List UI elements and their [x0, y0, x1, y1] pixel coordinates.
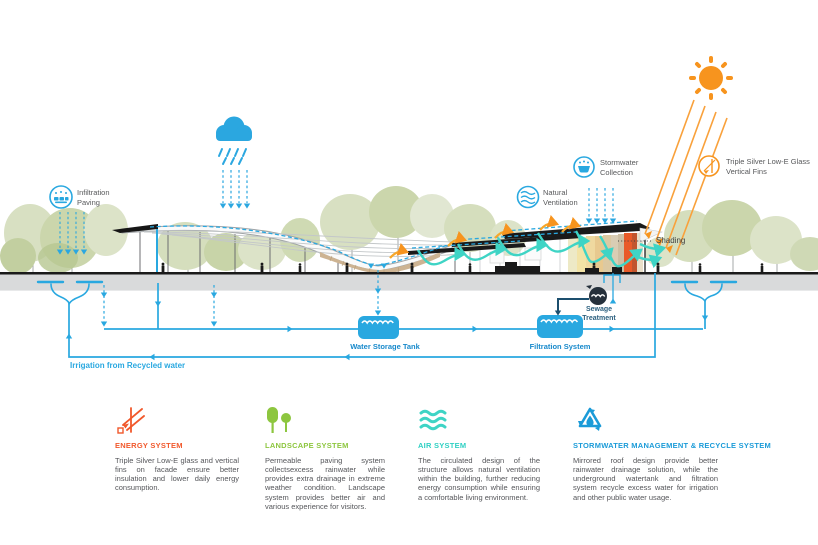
infiltration-dashed [59, 212, 85, 250]
rain-cloud-icon [216, 116, 252, 165]
recycle-drop-icon [573, 405, 718, 437]
legend-body: Mirrored roof design provide better rain… [573, 456, 718, 502]
legend-body: Permeable paving system collectsexcess r… [265, 456, 385, 511]
legend-title: AIR SYSTEM [418, 441, 467, 450]
legend-title: LANDSCAPE SYSTEM [265, 441, 349, 450]
stormwater-collection-icon [573, 156, 595, 178]
sewage-treatment-icon [554, 285, 607, 316]
roof-rain-dashed [588, 188, 614, 219]
sun-rays [644, 99, 728, 256]
cloud-rain-dashed [222, 170, 248, 203]
stormwater-collection-label: Stormwater Collection [600, 158, 639, 177]
building-section [112, 214, 667, 274]
trees [0, 186, 818, 274]
triple-silver-icon [698, 155, 720, 177]
natural-ventilation-icon [516, 185, 540, 209]
legend-energy-system: ENERGY SYSTEM Triple Silver Low-E glass … [115, 405, 239, 493]
heat-deflect-arrows [389, 214, 582, 259]
legend-title: ENERGY SYSTEM [115, 441, 183, 450]
sewage-treatment-label: Sewage Treatment [582, 306, 616, 322]
people-silhouettes [161, 262, 764, 273]
infiltration-paving-label: Infiltration Paving [77, 188, 110, 207]
legend-air-system: AIR SYSTEM The circulated design of the … [418, 405, 540, 502]
trees-icon [265, 405, 385, 437]
water-storage-tank-label: Water Storage Tank [350, 342, 420, 351]
natural-ventilation-label: Natural Ventilation [543, 188, 578, 207]
irrigation-label: Irrigation from Recycled water [70, 361, 186, 370]
water-storage-tank [358, 316, 399, 339]
legend-landscape-system: LANDSCAPE SYSTEM Permeable paving system… [265, 405, 385, 511]
legend-title: STORMWATER MANAGEMENT & RECYCLE SYSTEM [573, 441, 771, 450]
shading-label: Shading [656, 236, 686, 245]
legend-body: Triple Silver Low-E glass and vertical f… [115, 456, 239, 493]
airflow-arrows [416, 230, 667, 269]
sun-icon [689, 56, 733, 100]
infiltration-paving-icon [49, 185, 73, 209]
filtration-system-label: Filtration System [529, 342, 591, 351]
triple-silver-label: Triple Silver Low-E Glass Vertical Fins [726, 157, 810, 176]
underground-pipes [36, 270, 738, 361]
filtration-tank [537, 315, 583, 338]
fin-rays-icon [115, 405, 239, 437]
waves-icon [418, 405, 540, 437]
legend-body: The circulated design of the structure a… [418, 456, 540, 502]
legend-stormwater-system: STORMWATER MANAGEMENT & RECYCLE SYSTEM M… [573, 405, 771, 502]
